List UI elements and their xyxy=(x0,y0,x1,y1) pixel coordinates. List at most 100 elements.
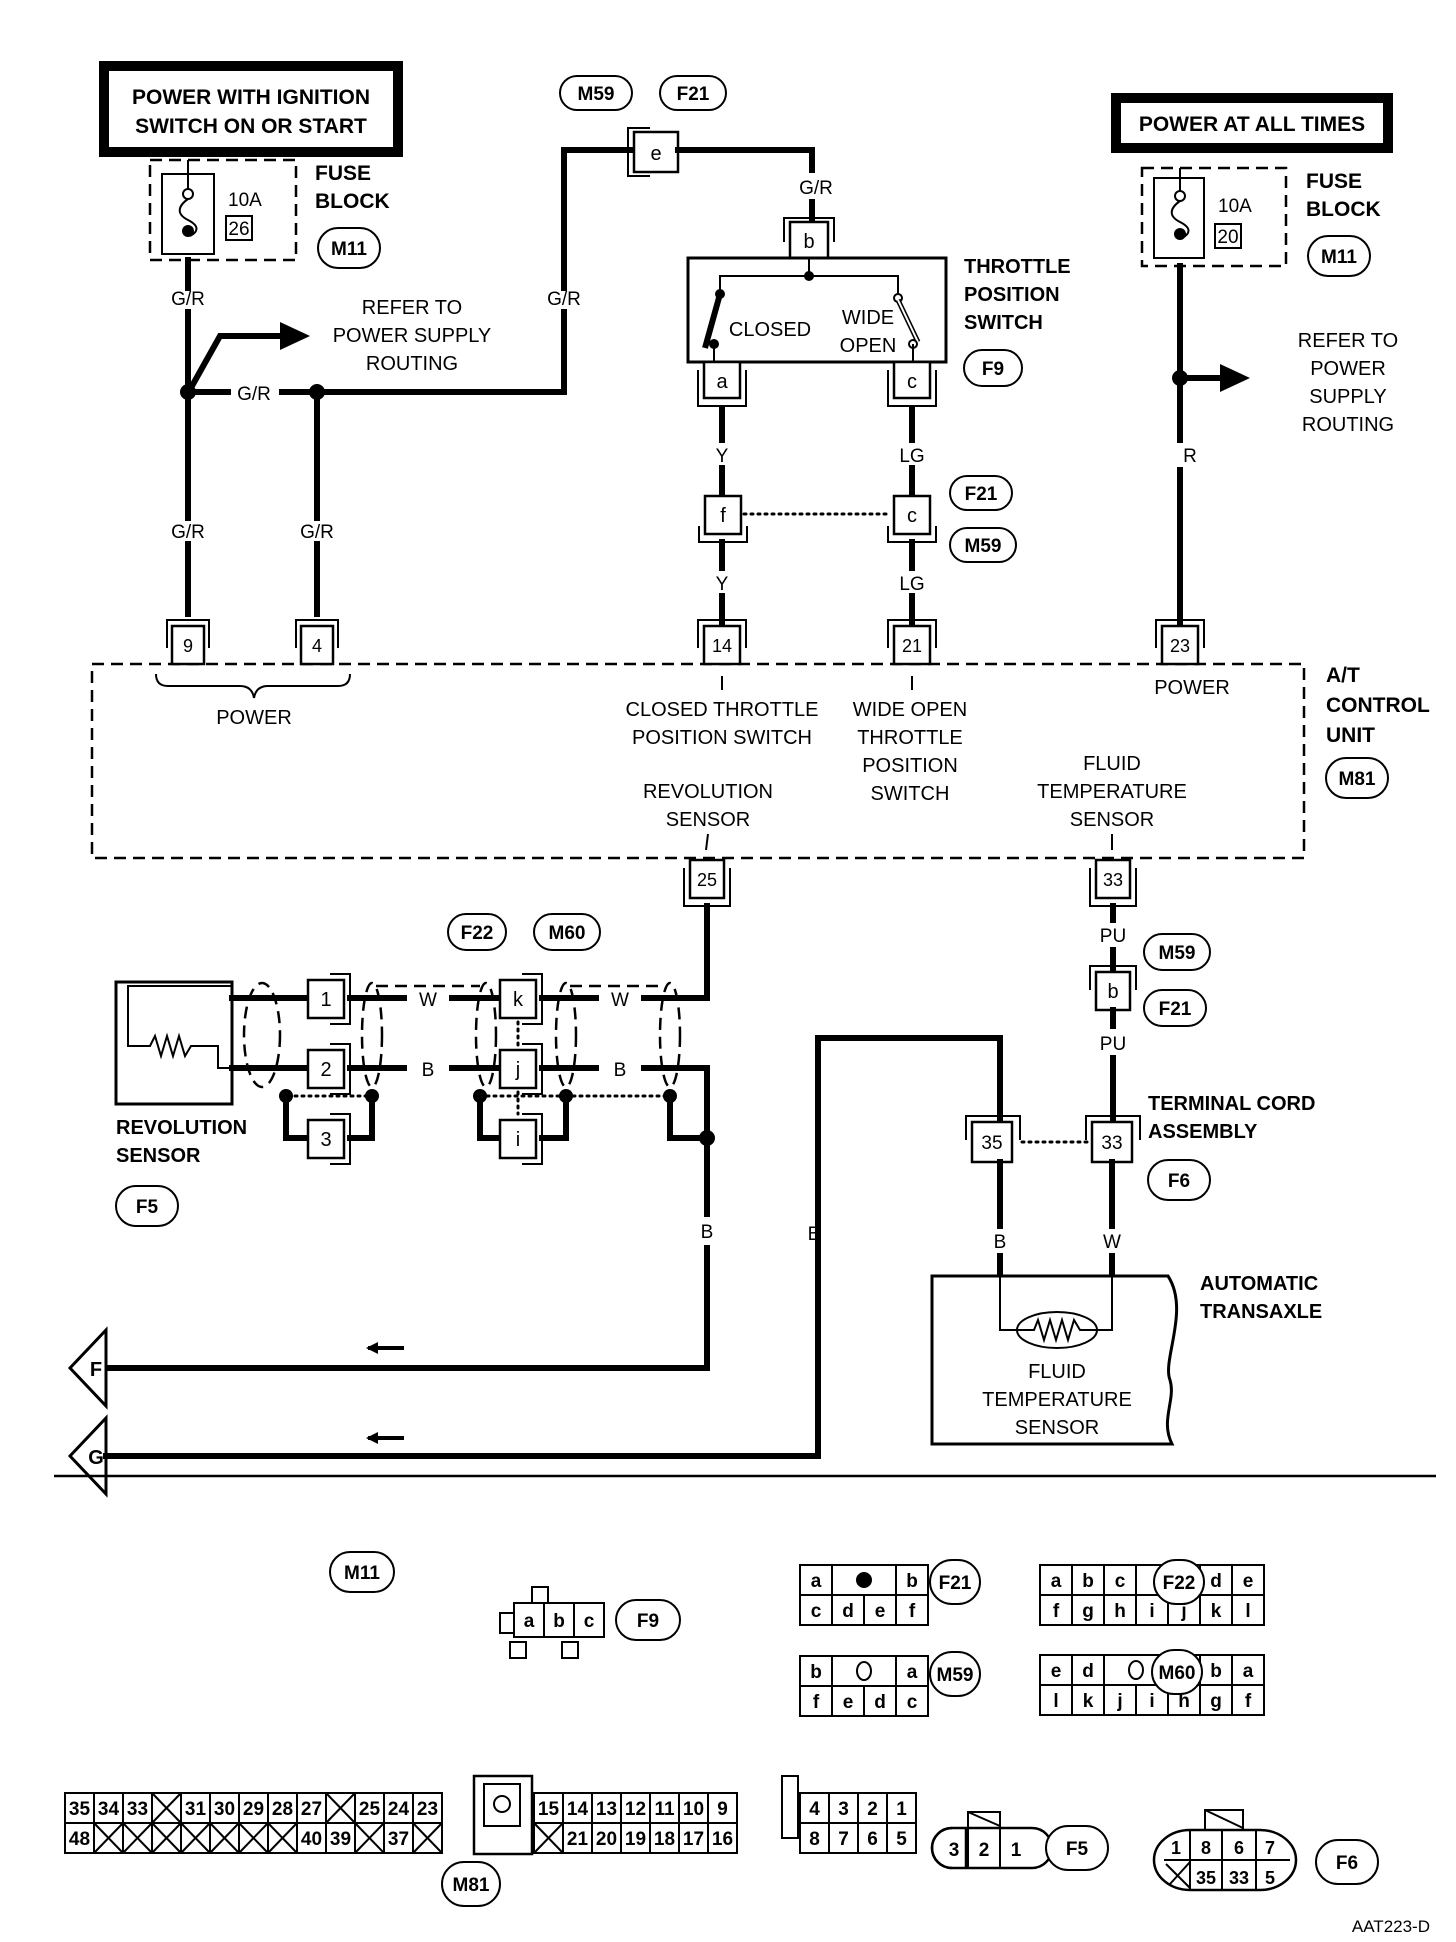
connector-cell: k xyxy=(1071,1684,1105,1716)
wire-color-gr: G/R xyxy=(237,384,271,405)
off-page-connector-g[interactable]: G xyxy=(67,1414,108,1498)
connector-cell: 28 xyxy=(267,1792,298,1824)
connector-cell: 20 xyxy=(591,1822,622,1854)
connector-cell: 11 xyxy=(649,1792,680,1824)
connector-cell: 1 xyxy=(886,1792,917,1824)
wire-color-lg: LG xyxy=(899,574,924,595)
svg-text:f: f xyxy=(813,1692,820,1713)
fluid-sensor-label-1: FLUID xyxy=(1083,753,1141,775)
svg-text:31: 31 xyxy=(185,1799,207,1820)
connector-cell: 6 xyxy=(857,1822,888,1854)
svg-text:k: k xyxy=(1211,1601,1222,1622)
pin-b: b xyxy=(803,231,814,253)
g-wire: B xyxy=(103,1035,1003,1459)
connector-cell: 24 xyxy=(383,1792,414,1824)
ignition-header-line1: POWER WITH IGNITION xyxy=(132,86,370,109)
svg-text:14: 14 xyxy=(712,636,732,656)
connector-cell: 4 xyxy=(799,1792,830,1824)
svg-text:3: 3 xyxy=(838,1799,849,1820)
connector-cell xyxy=(238,1822,269,1854)
svg-text:a: a xyxy=(907,1662,918,1683)
fuse-terminal-icon xyxy=(182,188,194,200)
connector-cell: a xyxy=(799,1564,833,1596)
wide-open-label-1: WIDE xyxy=(842,307,894,329)
power-brace xyxy=(155,673,351,699)
svg-text:g: g xyxy=(1082,1601,1094,1622)
refer-right-line4: ROUTING xyxy=(1302,414,1394,436)
connector-view-f5: 3 2 1 F5 xyxy=(930,1811,1109,1871)
svg-text:a: a xyxy=(811,1571,822,1592)
svg-text:3: 3 xyxy=(949,1840,960,1861)
connector-cell xyxy=(180,1822,211,1854)
arrow-right-icon xyxy=(280,322,310,350)
connector-cell xyxy=(831,1655,897,1687)
svg-text:8: 8 xyxy=(1201,1838,1211,1858)
throttle-title-3: SWITCH xyxy=(964,312,1043,334)
connector-cell: 35 xyxy=(64,1792,95,1824)
svg-text:16: 16 xyxy=(712,1829,733,1850)
refer-right-line3: SUPPLY xyxy=(1309,386,1386,408)
connector-cell: 33 xyxy=(122,1792,153,1824)
svg-text:14: 14 xyxy=(567,1799,589,1820)
connector-f21-label: F21 xyxy=(1159,999,1192,1020)
svg-text:9: 9 xyxy=(183,636,193,656)
svg-text:F22: F22 xyxy=(1163,1573,1196,1594)
connector-cell: 29 xyxy=(238,1792,269,1824)
fuse-left-number: 26 xyxy=(228,219,249,240)
wire-color-b: B xyxy=(808,1224,821,1245)
rev-pin-3: 3 xyxy=(320,1129,331,1151)
connector-cell xyxy=(533,1822,564,1854)
rev-sensor-label-1: REVOLUTION xyxy=(643,781,773,803)
connector-cell: l xyxy=(1231,1594,1265,1626)
off-page-g-label: G xyxy=(88,1447,104,1469)
svg-text:b: b xyxy=(1082,1571,1094,1592)
svg-text:21: 21 xyxy=(902,636,922,656)
svg-text:7: 7 xyxy=(838,1829,849,1850)
svg-text:f: f xyxy=(1245,1691,1252,1712)
svg-text:c: c xyxy=(584,1611,595,1632)
pin-c-mid: c xyxy=(907,505,917,527)
connector-cell: 13 xyxy=(591,1792,622,1824)
refer-left-line2: POWER SUPPLY xyxy=(333,325,492,347)
svg-text:33: 33 xyxy=(127,1799,148,1820)
svg-text:30: 30 xyxy=(214,1799,235,1820)
svg-text:b: b xyxy=(1210,1661,1222,1682)
off-page-connector-f[interactable]: F xyxy=(67,1326,108,1410)
connector-cell: g xyxy=(1071,1594,1105,1626)
svg-text:2: 2 xyxy=(867,1799,878,1820)
terminal-label-2: ASSEMBLY xyxy=(1148,1121,1258,1143)
svg-text:13: 13 xyxy=(596,1799,617,1820)
svg-text:F9: F9 xyxy=(637,1611,659,1632)
connector-cell: 37 xyxy=(383,1822,414,1854)
fluid-pin-b: b xyxy=(1107,981,1118,1003)
rev-pin-k: k xyxy=(513,989,524,1011)
wide-tps-label-1: WIDE OPEN xyxy=(853,699,967,721)
connector-f21-label: F21 xyxy=(965,484,998,505)
wide-tps-label-3: POSITION xyxy=(862,755,958,777)
connector-cell: 12 xyxy=(620,1792,651,1824)
connector-f5-label: F5 xyxy=(136,1197,159,1218)
ecu-title-1: A/T xyxy=(1326,664,1360,687)
connector-cell: 15 xyxy=(533,1792,564,1824)
connector-cell xyxy=(831,1564,897,1596)
ecu-pin-14: 14 xyxy=(697,619,747,666)
svg-text:1: 1 xyxy=(1171,1838,1181,1858)
wire-color-y: Y xyxy=(716,446,729,467)
connector-cell: 7 xyxy=(828,1822,859,1854)
shield-icon xyxy=(242,981,282,1089)
ecu-pin-4: 4 xyxy=(295,619,339,666)
svg-text:25: 25 xyxy=(359,1799,381,1820)
closed-label: CLOSED xyxy=(729,319,811,341)
svg-text:4: 4 xyxy=(312,636,322,656)
svg-text:1: 1 xyxy=(896,1799,907,1820)
transaxle-label-2: TRANSAXLE xyxy=(1200,1301,1322,1323)
svg-text:2: 2 xyxy=(979,1840,990,1861)
svg-text:7: 7 xyxy=(1265,1838,1275,1858)
connector-cell: 16 xyxy=(707,1822,738,1854)
svg-text:17: 17 xyxy=(683,1829,704,1850)
svg-text:34: 34 xyxy=(98,1799,120,1820)
connector-cell xyxy=(325,1792,356,1824)
